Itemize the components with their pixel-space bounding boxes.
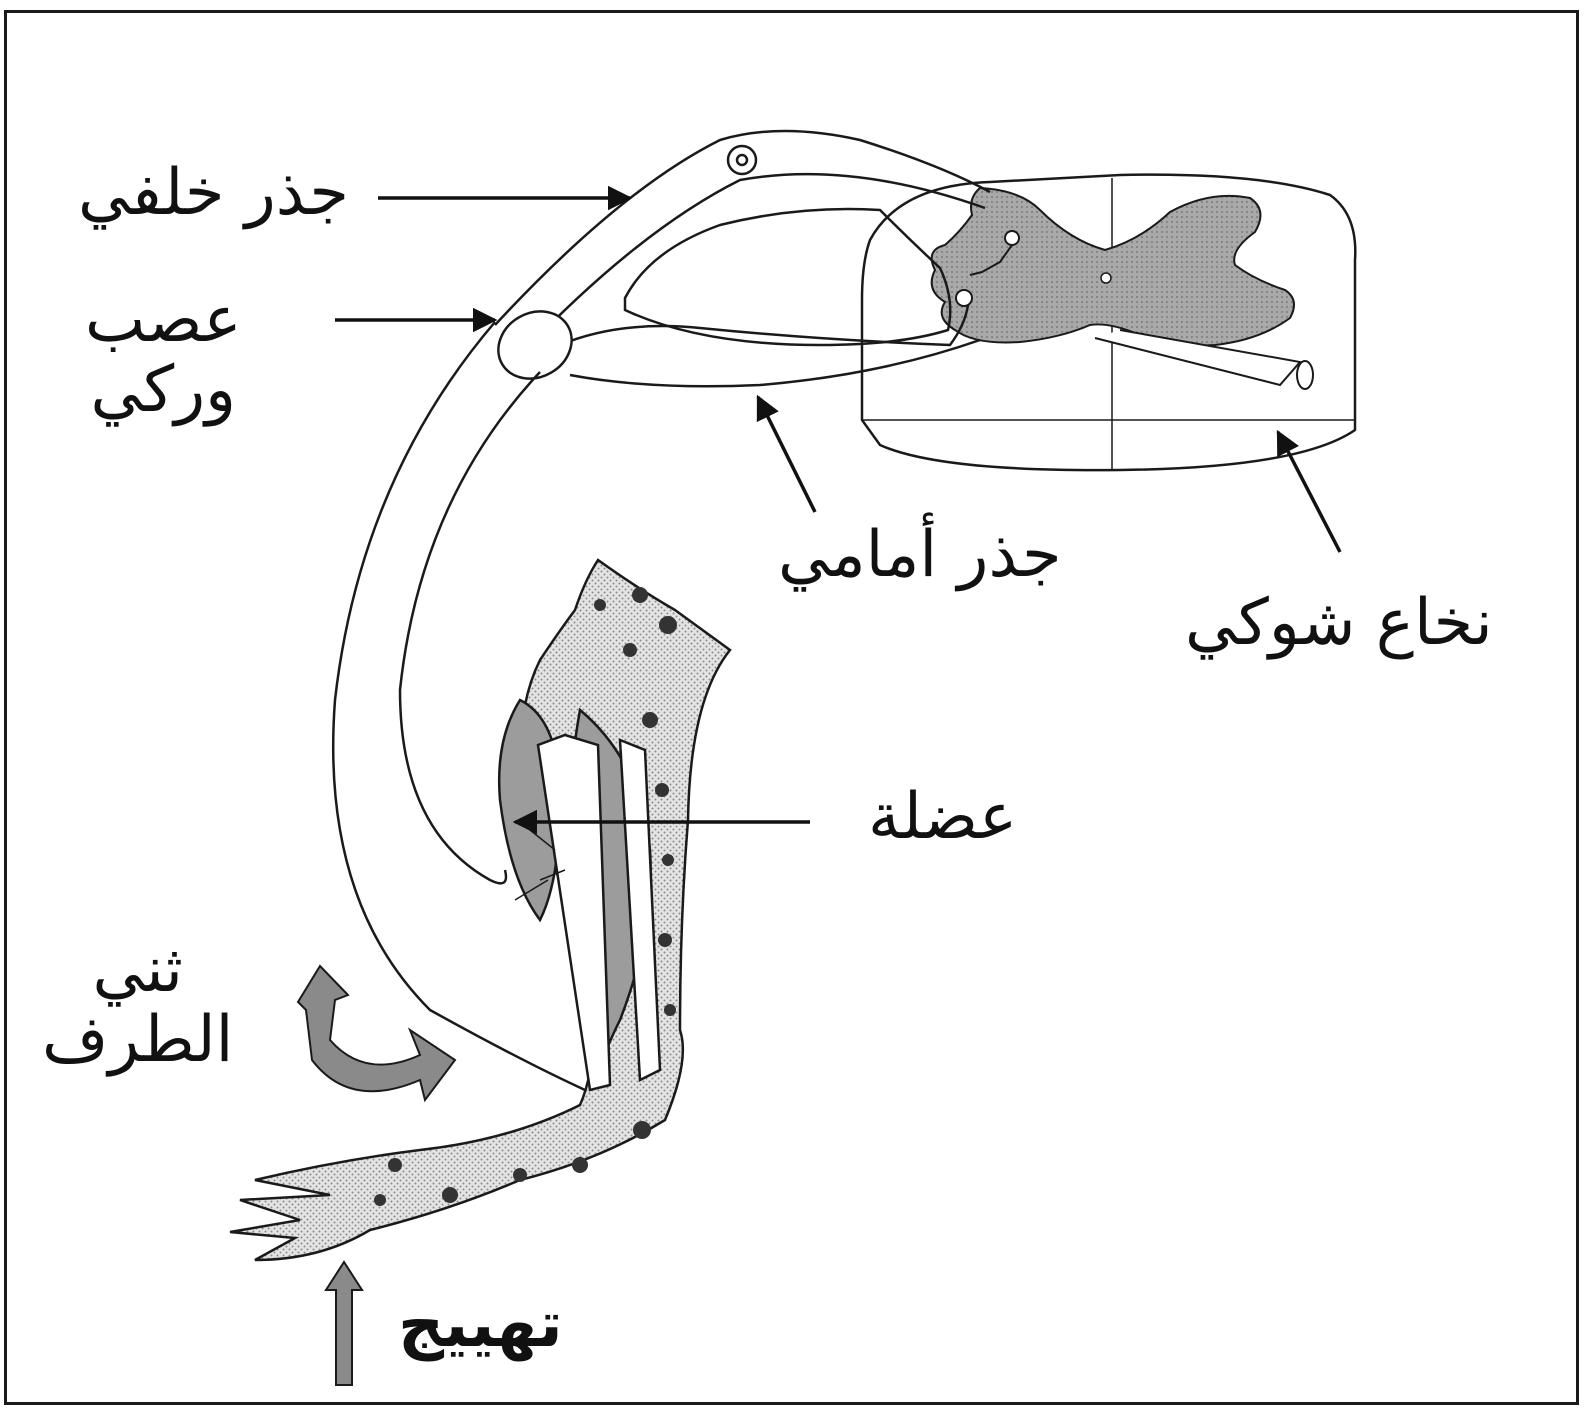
label-spinal-cord: نخاع شوكي [1185,588,1493,658]
label-muscle: عضلة [868,782,1017,852]
label-limb-flexion: ثني الطرف [42,935,233,1076]
label-dorsal-root: جذر خلفي [78,158,349,228]
label-stimulation: تهييج [398,1290,563,1360]
label-sciatic-nerve: عصب وركي [85,285,242,426]
stimulation-arrow-icon [326,1262,362,1385]
flexion-arrow-icon [298,966,455,1100]
frog-leg [230,560,730,1260]
label-sciatic-nerve-line1: عصب [85,285,242,355]
label-limb-flexion-line1: ثني [42,935,233,1005]
label-sciatic-nerve-line2: وركي [85,355,242,425]
pointer-ventral-root [758,397,815,512]
label-ventral-root: جذر أمامي [778,520,1062,590]
label-limb-flexion-line2: الطرف [42,1005,233,1075]
